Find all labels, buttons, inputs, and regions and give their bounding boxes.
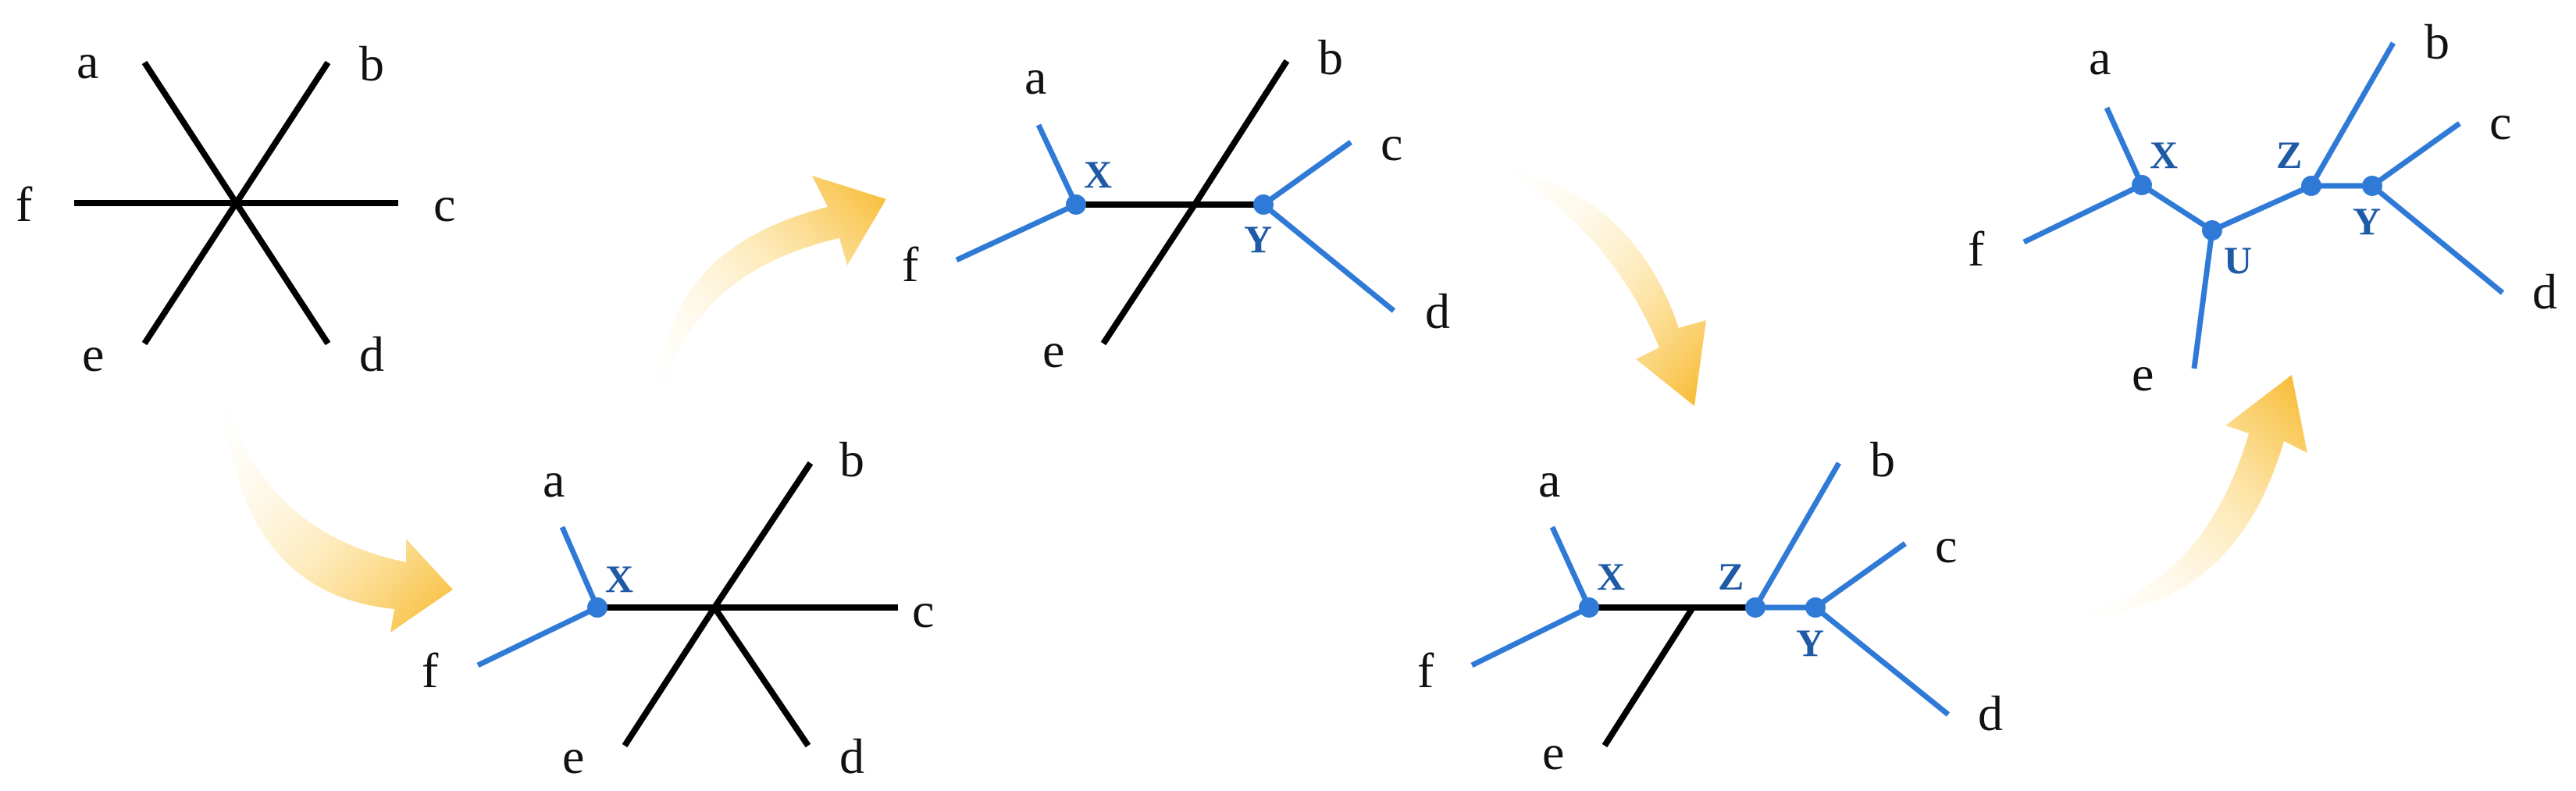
leaf-label: b bbox=[359, 36, 384, 91]
transition-arrows bbox=[223, 168, 2307, 632]
node-label: Y bbox=[2353, 199, 2381, 243]
leaf-label: e bbox=[562, 729, 584, 784]
blue-edges bbox=[476, 526, 600, 668]
leaf-label: a bbox=[543, 452, 565, 508]
edge-x-f bbox=[476, 604, 599, 668]
black-edges bbox=[1076, 59, 1290, 346]
node-label: X bbox=[1597, 554, 1625, 598]
node-y bbox=[1253, 194, 1274, 215]
tree-step2: X a b c d e f bbox=[422, 432, 934, 784]
node-y bbox=[2362, 176, 2382, 196]
leaf-label: c bbox=[433, 176, 455, 232]
edge-center-b bbox=[711, 461, 814, 610]
node-label: X bbox=[605, 557, 633, 600]
leaf-label: f bbox=[902, 237, 919, 292]
node-x bbox=[1066, 194, 1086, 215]
node-u bbox=[2202, 220, 2222, 241]
node-label: U bbox=[2224, 238, 2252, 282]
edge-y-d bbox=[1813, 605, 1951, 717]
leaf-label: b bbox=[1318, 30, 1343, 85]
leaf-label: d bbox=[359, 326, 384, 382]
arrow-step1-to-step2 bbox=[223, 387, 453, 632]
node-x bbox=[2132, 175, 2152, 195]
edge-center-e bbox=[622, 605, 718, 748]
edge-center-e bbox=[1602, 605, 1696, 748]
edge-x-f bbox=[955, 201, 1078, 263]
leaf-label: c bbox=[912, 583, 934, 638]
leaf-label: b bbox=[1870, 432, 1895, 487]
leaf-label: a bbox=[2089, 30, 2111, 85]
leaf-label: c bbox=[1381, 116, 1402, 171]
tree-step4: X Z Y a b c d e f bbox=[1417, 432, 2003, 780]
edge-z-b bbox=[2308, 41, 2396, 187]
leaf-label: b bbox=[2425, 14, 2450, 69]
edge-y-c bbox=[1813, 541, 1908, 610]
leaf-label: d bbox=[839, 729, 864, 784]
node-label: X bbox=[2150, 133, 2178, 176]
arrow-step3-to-step4 bbox=[1499, 168, 1706, 406]
edge-x-u bbox=[2140, 183, 2214, 233]
node-label: Z bbox=[2276, 133, 2302, 176]
edge-x-a bbox=[2104, 106, 2145, 187]
edge-u-e bbox=[2191, 230, 2215, 369]
edge-z-b bbox=[1752, 461, 1842, 609]
node-label: Y bbox=[1244, 217, 1272, 261]
leaf-label: d bbox=[1978, 686, 2003, 741]
edge-y-c bbox=[1261, 140, 1353, 207]
edge-x-f bbox=[1470, 604, 1591, 668]
arrow-step4-to-step5 bbox=[2065, 375, 2307, 617]
node-x bbox=[587, 597, 607, 618]
edge-x-a bbox=[559, 526, 600, 609]
node-x bbox=[1579, 597, 1599, 618]
node-z bbox=[2301, 176, 2321, 196]
edge-center-e bbox=[1100, 202, 1198, 346]
arrow-step2-to-step3 bbox=[659, 176, 886, 406]
leaf-label: f bbox=[422, 643, 439, 698]
edge-x-a bbox=[1035, 123, 1079, 206]
edge-center-b bbox=[1192, 59, 1290, 207]
leaf-label: a bbox=[1024, 49, 1046, 105]
node-label: X bbox=[1084, 152, 1112, 196]
leaf-label: f bbox=[1968, 221, 1985, 276]
leaf-label: e bbox=[1042, 322, 1064, 378]
leaf-label: f bbox=[1417, 643, 1434, 698]
leaf-label: a bbox=[1538, 452, 1560, 508]
blue-edges bbox=[2022, 41, 2505, 369]
blue-edges bbox=[1470, 461, 1951, 717]
leaf-label: c bbox=[1935, 518, 1957, 573]
node-label: Z bbox=[1718, 554, 1744, 598]
leaf-label: e bbox=[1542, 725, 1564, 780]
tree-step5: X U Z Y a b c d e f bbox=[1968, 14, 2557, 401]
edge-y-d bbox=[2370, 183, 2505, 295]
leaf-label: f bbox=[16, 176, 33, 232]
edge-y-d bbox=[1261, 202, 1396, 313]
leaf-label: b bbox=[839, 432, 864, 487]
node-label: Y bbox=[1796, 621, 1824, 665]
edge-y-c bbox=[2370, 121, 2462, 188]
edges bbox=[74, 60, 398, 346]
black-edges bbox=[1589, 604, 1755, 748]
node-z bbox=[1745, 597, 1765, 618]
leaf-label: d bbox=[1425, 283, 1450, 339]
edge-x-f bbox=[2022, 182, 2143, 245]
leaf-label: c bbox=[2489, 94, 2511, 150]
edge-center-d bbox=[711, 605, 811, 748]
leaf-label: e bbox=[82, 326, 104, 382]
black-edges bbox=[597, 461, 898, 748]
leaf-label: e bbox=[2132, 346, 2154, 401]
leaf-label: d bbox=[2532, 264, 2557, 319]
blue-edges bbox=[955, 123, 1396, 313]
tree-step1: a b c d e f bbox=[16, 34, 455, 382]
tree-step3: X Y a b c d e f bbox=[902, 30, 1450, 378]
edge-u-z bbox=[2211, 183, 2313, 233]
node-y bbox=[1805, 597, 1826, 618]
leaf-label: a bbox=[77, 34, 98, 89]
edge-x-a bbox=[1549, 526, 1592, 609]
